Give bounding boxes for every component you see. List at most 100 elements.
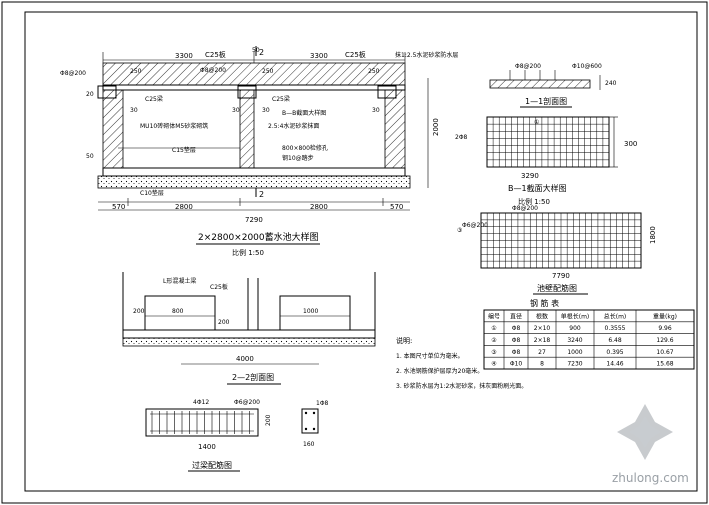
dim-250c: 250 xyxy=(368,68,380,75)
table-cell: 9.96 xyxy=(658,325,672,332)
table-cell: 10.67 xyxy=(656,349,673,356)
table-cell: Φ8 xyxy=(512,325,521,332)
section-2-2-cushion xyxy=(122,337,376,347)
lintel-beam xyxy=(145,408,259,437)
dim-7790: 7790 xyxy=(552,272,570,280)
top-slab xyxy=(102,62,406,86)
table-cell: 2×18 xyxy=(534,337,551,344)
notes: 说明: 1. 本图尺寸单位为毫米。 2. 水池钢筋保护层厚为20毫米。 3. 砂… xyxy=(396,336,527,390)
table-cell: ① xyxy=(491,325,496,332)
table-cell: 1000 xyxy=(567,349,582,356)
main-scale: 比例 1:50 xyxy=(232,248,264,257)
watermark-logo xyxy=(617,404,673,460)
right-wall xyxy=(384,89,406,169)
notes-title: 说明: xyxy=(396,336,412,345)
table-title: 钢 筋 表 xyxy=(530,298,559,308)
label-waterproof: 抹1:2.5水泥砂浆防水层 xyxy=(395,51,458,59)
section-2-2-title: 2—2剖面图 xyxy=(232,372,274,382)
dim-3290: 3290 xyxy=(521,172,539,180)
dim-160: 160 xyxy=(303,441,315,448)
label-r2: Φ6@200 xyxy=(462,222,488,229)
table-cell: 129.6 xyxy=(656,337,673,344)
label-section-ref: B—B截面大样图 xyxy=(282,109,326,117)
label-rebar-top: Φ8@200 xyxy=(200,67,226,74)
detail-b-b: ① 2Φ8 3290 300 B—1截面大样图 比例 1:50 xyxy=(455,116,637,206)
table-cell: 8 xyxy=(540,361,544,368)
label-c25-beam-left: C25梁 xyxy=(145,95,163,103)
dim-1800: 1800 xyxy=(649,226,657,244)
detail-b-b-scale: 比例 1:50 xyxy=(518,197,550,206)
table-cell: 15.68 xyxy=(656,361,673,368)
lintel-cross-section xyxy=(301,408,319,434)
table-cell: 0.395 xyxy=(606,349,623,356)
marker-1: ① xyxy=(534,119,539,126)
beam-mid xyxy=(237,85,257,99)
table-cell: 6.48 xyxy=(608,337,622,344)
table-cell: 2×10 xyxy=(534,325,551,332)
dim-250b: 250 xyxy=(262,68,274,75)
dim-800: 800 xyxy=(172,308,184,315)
dim-240: 240 xyxy=(605,80,617,87)
table-header-cell: 重量(kg) xyxy=(653,312,677,320)
lintel: 4Φ12 Φ6@200 1400 200 过梁配筋图 1Φ8 160 xyxy=(145,399,329,472)
dim-30a: 30 xyxy=(130,107,138,114)
floor-slab xyxy=(102,167,406,177)
label-rebar-left: Φ8@200 xyxy=(60,70,86,77)
dim-200b: 200 xyxy=(218,319,230,326)
dim-300: 300 xyxy=(624,140,637,148)
dim-1400: 1400 xyxy=(198,443,216,451)
dim-50: 50 xyxy=(252,47,260,54)
dim-570-right: 570 xyxy=(390,203,403,211)
beam-right xyxy=(377,85,397,99)
dim-1000: 1000 xyxy=(303,308,318,315)
table-cell: 14.46 xyxy=(606,361,623,368)
note-2: 2. 水池钢筋保护层厚为20毫米。 xyxy=(396,367,483,375)
table-cell: 7230 xyxy=(567,361,582,368)
main-title: 2×2800×2000蓄水池大样图 xyxy=(198,231,319,243)
note-1: 1. 本图尺寸单位为毫米。 xyxy=(396,352,464,360)
label-r1: 2Φ8 xyxy=(455,134,468,141)
section-2-2-block-left xyxy=(144,295,216,331)
table-frame xyxy=(483,309,695,370)
table-cell: ④ xyxy=(491,361,496,368)
section-mark-2-top: 2 xyxy=(259,48,264,57)
beam-left xyxy=(97,85,117,99)
dim-7290: 7290 xyxy=(245,216,263,224)
dim-2000: 2000 xyxy=(432,118,440,136)
label-phi-b: Φ10@600 xyxy=(572,63,602,70)
label-hole: 800×800检修孔 xyxy=(282,144,328,152)
detail-b-b-title: B—1截面大样图 xyxy=(508,183,567,193)
section-1-1-title: 1—1剖面图 xyxy=(525,96,567,106)
table-cell: 900 xyxy=(569,325,581,332)
marker-3: ③ xyxy=(457,227,462,234)
label-beam: L形混凝土梁 xyxy=(163,277,196,285)
table-header-cell: 直径 xyxy=(510,312,522,320)
label-steps: 钢10@踏步 xyxy=(282,154,314,162)
left-wall xyxy=(102,89,124,169)
label-c25-slab-left: C25板 xyxy=(205,50,226,59)
dim-50b: 50 xyxy=(86,153,94,160)
section-2-2-block-right xyxy=(279,295,351,331)
label-r3: 4Φ12 xyxy=(193,399,209,406)
dim-3300-right: 3300 xyxy=(310,52,328,60)
label-c25e: C25板 xyxy=(210,283,228,291)
label-masonry: MU10砖砌体M5砂浆砌筑 xyxy=(140,122,208,130)
floor-cushion xyxy=(97,175,411,189)
table-cell: 3240 xyxy=(567,337,582,344)
middle-wall xyxy=(239,89,255,169)
dim-30d: 30 xyxy=(372,107,380,114)
section-2-2: L形混凝土梁 C25板 200 800 200 1000 4000 2—2剖面图 xyxy=(122,272,376,385)
section-2-2-slab xyxy=(122,329,376,339)
wall-rebar-title: 池壁配筋图 xyxy=(537,283,577,293)
dim-30b: 30 xyxy=(232,107,240,114)
watermark-text: zhulong.com xyxy=(612,471,689,485)
section-1-1-slab xyxy=(489,79,591,89)
dim-2800-right: 2800 xyxy=(310,203,328,211)
table-header-cell: 总长(m) xyxy=(604,312,627,320)
section-mark-2-bottom: 2 xyxy=(259,190,264,199)
note-3: 3. 砂浆防水层为1:2水泥砂浆，抹灰面粉刷光面。 xyxy=(396,382,527,390)
